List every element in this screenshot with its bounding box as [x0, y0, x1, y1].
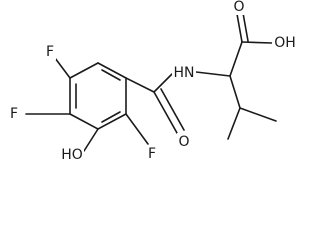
bond-acid-c-o-2 [242, 12, 249, 42]
atom-f-bottom: F [146, 145, 158, 162]
bond-ring-carbonyl [125, 77, 155, 93]
atom-f-left-label: F [10, 106, 18, 122]
atom-o-amide-label: O [178, 134, 189, 150]
bond-c-f-bottom [125, 113, 149, 145]
bond-beta-methyl-2 [239, 107, 277, 122]
bond-amide-c-o-2 [160, 88, 185, 131]
atom-oh-acid-label: OH [274, 35, 296, 51]
benzene-ring [69, 62, 127, 130]
ring-bond [97, 113, 127, 130]
atom-f-bottom-label: F [148, 146, 156, 162]
bond-amide-c-o-1 [153, 91, 178, 134]
atom-f-top: F [44, 43, 56, 60]
bond-carbonyl-n [153, 73, 173, 93]
atom-nh-label: HN [174, 65, 195, 81]
bond-n-alpha [195, 71, 231, 77]
chemical-structure-diagram: F F HO F HN O O OH [8, 0, 298, 163]
atom-o-acid: O [232, 0, 246, 15]
atom-o-amide: O [177, 133, 191, 150]
atom-oh-acid: OH [272, 34, 298, 51]
ring-bond [69, 62, 99, 79]
bond-beta-methyl-1 [227, 107, 241, 140]
ring-double-bond [101, 69, 121, 81]
bond-acid-c-o-1 [236, 13, 243, 43]
ring-double-bond [101, 111, 121, 123]
atom-f-top-label: F [46, 44, 54, 60]
atom-nh: HN [172, 64, 196, 81]
bond-acid-c-oh [241, 41, 273, 44]
ring-bond [97, 62, 127, 79]
bond-alpha-carboxyl [229, 41, 243, 77]
atom-oh-phenol: HO [60, 146, 84, 163]
bond-alpha-beta [229, 75, 241, 109]
atom-f-left: F [8, 105, 20, 122]
bond-c-f-top [54, 57, 71, 79]
bond-c-oh-phenol [83, 128, 99, 152]
ring-bond [69, 113, 99, 130]
atom-oh-phenol-label: HO [61, 147, 83, 163]
atom-o-acid-label: O [233, 0, 244, 15]
